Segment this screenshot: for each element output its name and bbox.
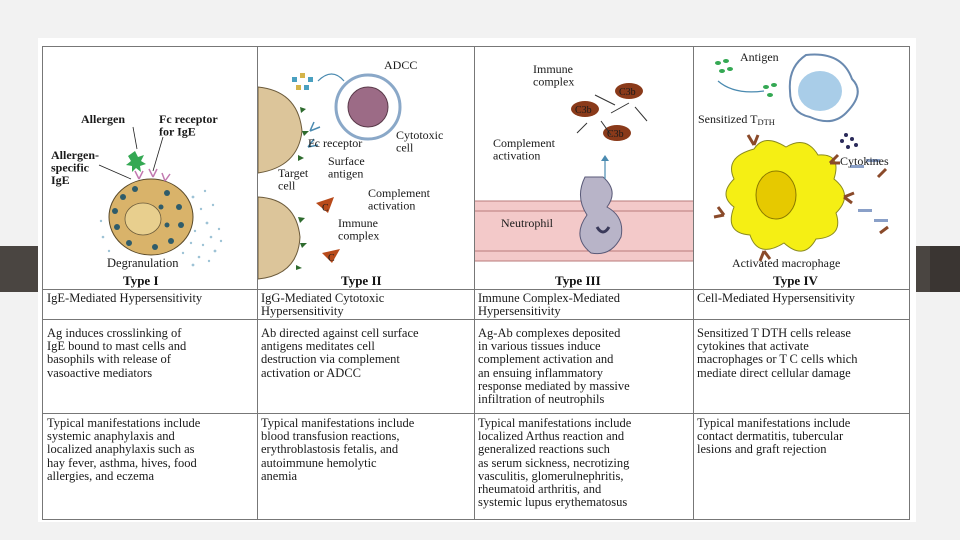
complement-c-upper: C — [322, 203, 329, 214]
type-iv-illustration: Antigen Sensitized TDTH Cytokines Activa… — [694, 47, 910, 289]
label-neutrophil: Neutrophil — [501, 216, 554, 230]
c3b-label-2: C3b — [575, 105, 592, 116]
target-cell-upper — [258, 87, 302, 173]
target-cell-lower — [258, 197, 300, 279]
label-activated-macrophage: Activated macrophage — [732, 256, 840, 270]
type-iii-mechanism: Ag-Ab complexes deposited in various tis… — [478, 327, 690, 406]
cytokine-chains — [850, 159, 888, 222]
label-line: complex — [338, 229, 379, 243]
label-allergen: Allergen — [81, 112, 125, 126]
type-iv-label: Type IV — [773, 273, 818, 289]
row-divider — [43, 413, 909, 414]
type-ii-label: Type II — [341, 273, 382, 289]
type-iv-mechanism: Sensitized T DTH cells release cytokines… — [697, 327, 909, 380]
c3b-label-3: C3b — [607, 129, 624, 140]
type-iii-label: Type III — [555, 273, 601, 289]
background-band-edge — [930, 246, 960, 292]
label-line: for IgE — [159, 125, 196, 139]
cytokine-dots — [840, 133, 858, 149]
type-iv-header: Cell-Mediated Hypersensitivity — [697, 292, 909, 305]
neutrophil — [580, 177, 622, 254]
label-line: antigen — [328, 167, 363, 181]
macrophage-nucleus — [756, 171, 796, 219]
type-i-header: IgE-Mediated Hypersensitivity — [47, 292, 255, 305]
label-fc-receptor: Fc receptor — [308, 136, 362, 150]
label-line: complex — [533, 75, 574, 89]
label-line: cell — [278, 179, 296, 193]
complement-c-lower: C — [328, 253, 335, 264]
label-antigen: Antigen — [740, 50, 779, 64]
label-cytokines: Cytokines — [840, 154, 889, 168]
label-line: activation — [493, 149, 540, 163]
type-iii-manifestations: Typical manifestations include localized… — [478, 417, 690, 509]
type-i-mechanism: Ag induces crosslinking of IgE bound to … — [47, 327, 255, 380]
tdth-cell-nucleus — [798, 71, 842, 111]
row-divider — [43, 289, 909, 290]
label-adcc: ADCC — [384, 58, 417, 72]
label-line: activation — [368, 199, 415, 213]
adcc-granules — [292, 73, 313, 90]
type-i-label: Type I — [123, 273, 159, 289]
type-iv-manifestations: Typical manifestations include contact d… — [697, 417, 909, 457]
type-ii-mechanism: Ab directed against cell surface antigen… — [261, 327, 471, 380]
label-sensitized-tdth: Sensitized TDTH — [698, 112, 775, 127]
label-degranulation: Degranulation — [107, 256, 179, 270]
label-line: IgE — [51, 173, 70, 187]
type-ii-manifestations: Typical manifestations include blood tra… — [261, 417, 471, 483]
label-line: cell — [396, 141, 414, 155]
c3b-label-1: C3b — [619, 87, 636, 98]
cytotoxic-cell-nucleus — [348, 87, 388, 127]
row-divider — [43, 319, 909, 320]
type-iii-header: Immune Complex-Mediated Hypersensitivity — [478, 292, 690, 318]
mast-cell-nucleus — [125, 203, 161, 235]
type-ii-header: IgG-Mediated Cytotoxic Hypersensitivity — [261, 292, 471, 318]
type-i-manifestations: Typical manifestations include systemic … — [47, 417, 255, 483]
allergen-icon — [126, 151, 146, 172]
